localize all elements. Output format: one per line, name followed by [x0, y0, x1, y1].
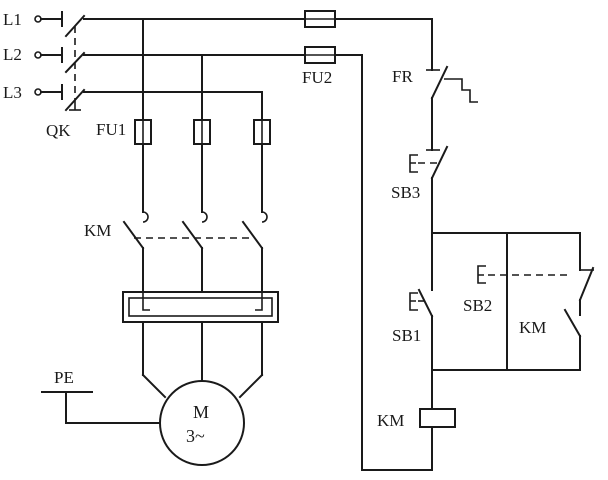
- fr-thermal-element: [122, 291, 279, 323]
- label-km-coil: KM: [377, 411, 404, 430]
- sb3-stop-button: SB3: [391, 145, 449, 202]
- fr-thermal-actuator: [444, 78, 478, 103]
- motor-label-m: M: [193, 402, 209, 422]
- qk-switch: QK: [46, 14, 86, 140]
- label-sb2: SB2: [463, 296, 492, 315]
- motor-symbol: [159, 380, 245, 466]
- km-coil-symbol: [419, 408, 456, 428]
- label-km-aux: KM: [519, 318, 546, 337]
- km-coil: KM: [377, 404, 456, 430]
- km-main-contacts: KM: [84, 211, 268, 250]
- label-qk: QK: [46, 121, 71, 140]
- label-pe: PE: [54, 368, 74, 387]
- fu2-fuses: FU2: [302, 10, 336, 87]
- protective-earth: PE: [41, 368, 161, 424]
- label-fr: FR: [392, 67, 413, 86]
- label-km-main: KM: [84, 221, 111, 240]
- label-l2: L2: [3, 45, 22, 64]
- supply-terminals: L1 L2 L3: [3, 10, 63, 102]
- motor-label-phase: 3~: [186, 426, 205, 446]
- label-sb3: SB3: [391, 183, 420, 202]
- label-sb1: SB1: [392, 326, 421, 345]
- label-l1: L1: [3, 10, 22, 29]
- sb1-start-button: SB1: [392, 288, 434, 345]
- label-l3: L3: [3, 83, 22, 102]
- motor: M 3~: [159, 380, 245, 466]
- fr-nc-contact: FR: [392, 65, 478, 103]
- label-fu2: FU2: [302, 68, 332, 87]
- label-fu1: FU1: [96, 120, 126, 139]
- sb2-start-button: SB2: [463, 265, 595, 315]
- fu1-fuses: FU1: [96, 119, 271, 145]
- km-aux-contact: KM: [519, 308, 582, 338]
